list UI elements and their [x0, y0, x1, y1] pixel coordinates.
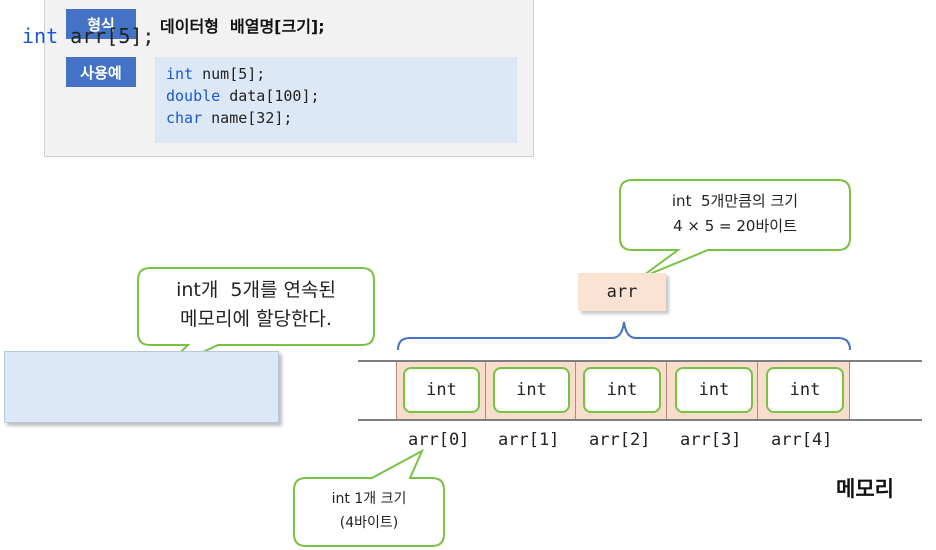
memory-cell-3: int	[675, 367, 753, 413]
format-badge: 형식	[66, 9, 136, 39]
keyword: char	[166, 109, 203, 127]
code-text: data[100];	[220, 87, 320, 105]
arr-label: arr	[578, 273, 666, 311]
keyword: double	[166, 87, 221, 105]
brace-shape	[397, 321, 851, 351]
bubble-left-line-1: int개 5개를 연속된	[176, 279, 336, 301]
code-text: num[5];	[193, 65, 266, 83]
format-text: 데이터형 배열명[크기];	[160, 17, 325, 36]
bubble-left-text: int개 5개를 연속된 메모리에 할당한다.	[140, 276, 372, 334]
memory-cell-2: int	[583, 367, 661, 413]
example-code-area	[155, 57, 517, 143]
example-line-1: int num[5];	[166, 63, 320, 85]
memory-label: 메모리	[836, 477, 894, 501]
bubble-top-line-2: 4 × 5 = 20바이트	[673, 217, 797, 235]
index-label-3: arr[3]	[680, 430, 742, 450]
index-label-0: arr[0]	[408, 430, 470, 450]
memory-cell-0: int	[403, 367, 480, 413]
bubble-bottom-text: int 1개 크기 (4바이트)	[296, 487, 442, 535]
keyword: int	[22, 24, 59, 48]
memory-cell-4: int	[766, 367, 844, 413]
bubble-bottom-line-2: (4바이트)	[339, 515, 399, 531]
bubble-top-shape	[619, 179, 851, 279]
example-line-2: double data[100];	[166, 85, 320, 107]
declaration-box	[4, 351, 279, 423]
example-line-3: char name[32];	[166, 107, 320, 129]
index-label-4: arr[4]	[771, 430, 833, 450]
example-code: int num[5]; double data[100]; char name[…	[166, 63, 320, 129]
memory-cell-1: int	[493, 367, 570, 413]
bubble-top-line-1: int 5개만큼의 크기	[671, 192, 799, 210]
keyword: int	[166, 65, 194, 83]
bubble-left-line-2: 메모리에 할당한다.	[180, 308, 332, 330]
index-label-2: arr[2]	[589, 430, 651, 450]
bubble-bottom-line-1: int 1개 크기	[331, 491, 407, 507]
code-text: arr[5];	[58, 24, 155, 48]
bubble-bottom-shape	[293, 448, 445, 547]
example-badge: 사용예	[66, 57, 136, 87]
code-text: name[32];	[202, 109, 293, 127]
bubble-top-text: int 5개만큼의 크기 4 × 5 = 20바이트	[622, 189, 848, 239]
declaration-code: int arr[5];	[22, 24, 154, 48]
index-label-1: arr[1]	[498, 430, 560, 450]
